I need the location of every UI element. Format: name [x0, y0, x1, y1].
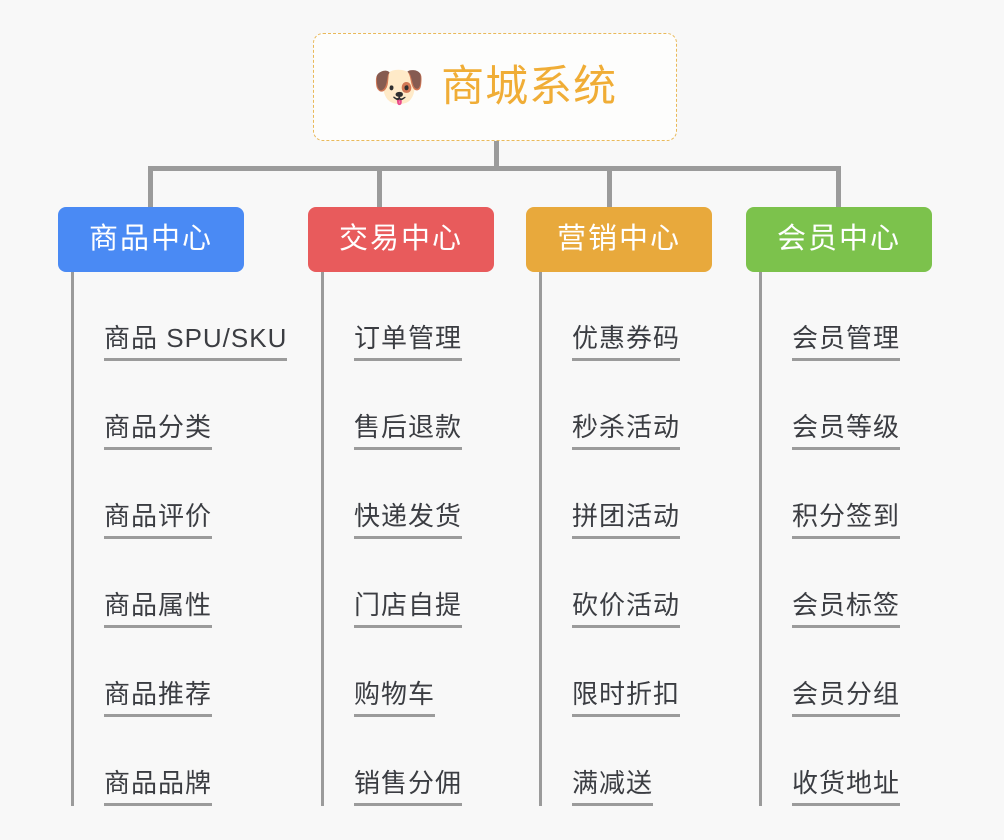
- leaf-list-marketing-center: 优惠券码 秒杀活动 拼团活动 砍价活动 限时折扣 满减送: [539, 272, 712, 806]
- list-item-label: 购物车: [354, 681, 436, 717]
- list-item[interactable]: 购物车: [324, 631, 494, 717]
- list-item[interactable]: 销售分佣: [324, 720, 494, 806]
- list-item[interactable]: 商品推荐: [74, 631, 244, 717]
- list-item-label: 商品推荐: [104, 681, 213, 717]
- column-header-product-center[interactable]: 商品中心: [58, 207, 244, 272]
- list-item-label: 快递发货: [354, 503, 463, 539]
- list-item[interactable]: 商品分类: [74, 364, 244, 450]
- connector-drop-营销中心: [607, 166, 612, 207]
- list-item[interactable]: 售后退款: [324, 364, 494, 450]
- list-item-label: 售后退款: [354, 414, 463, 450]
- list-item-label: 优惠券码: [572, 325, 681, 361]
- list-item-label: 收货地址: [792, 770, 901, 806]
- column-header-member-center[interactable]: 会员中心: [746, 207, 932, 272]
- list-item-label: 商品品牌: [104, 770, 213, 806]
- list-item[interactable]: 商品品牌: [74, 720, 244, 806]
- list-item-label: 商品分类: [104, 414, 213, 450]
- list-item-label: 商品评价: [104, 503, 213, 539]
- connector-drop-商品中心: [148, 166, 153, 207]
- root-title: 商城系统: [441, 62, 618, 111]
- connector-drop-交易中心: [377, 166, 382, 207]
- list-item-label: 销售分佣: [354, 770, 463, 806]
- list-item[interactable]: 会员管理: [762, 275, 932, 361]
- column-header-marketing-center[interactable]: 营销中心: [526, 207, 712, 272]
- connector-drop-会员中心: [836, 166, 841, 207]
- list-item-label: 会员标签: [792, 592, 901, 628]
- list-item-label: 积分签到: [792, 503, 901, 539]
- shiba-dog-emoji: 🐶: [372, 63, 426, 110]
- list-item[interactable]: 商品 SPU/SKU: [74, 275, 288, 361]
- leaf-list-transaction-center: 订单管理 售后退款 快递发货 门店自提 购物车 销售分佣: [321, 272, 494, 806]
- leaf-list-member-center: 会员管理 会员等级 积分签到 会员标签 会员分组 收货地址: [759, 272, 932, 806]
- list-item-label: 拼团活动: [572, 503, 681, 539]
- list-item[interactable]: 门店自提: [324, 542, 494, 628]
- column-header-transaction-center[interactable]: 交易中心: [308, 207, 494, 272]
- list-item-label: 会员分组: [792, 681, 901, 717]
- root-node[interactable]: 🐶 商城系统: [313, 33, 677, 141]
- list-item[interactable]: 商品评价: [74, 453, 244, 539]
- column-member-center: 会员中心 会员管理 会员等级 积分签到 会员标签 会员分组 收货地址: [746, 207, 932, 809]
- list-item-label: 会员等级: [792, 414, 901, 450]
- list-item-label: 限时折扣: [572, 681, 681, 717]
- list-item-label: 会员管理: [792, 325, 901, 361]
- column-transaction-center: 交易中心 订单管理 售后退款 快递发货 门店自提 购物车 销售分佣: [308, 207, 494, 809]
- list-item[interactable]: 满减送: [542, 720, 712, 806]
- list-item[interactable]: 快递发货: [324, 453, 494, 539]
- leaf-list-product-center: 商品 SPU/SKU 商品分类 商品评价 商品属性 商品推荐 商品品牌: [71, 272, 288, 806]
- list-item[interactable]: 积分签到: [762, 453, 932, 539]
- list-item[interactable]: 优惠券码: [542, 275, 712, 361]
- list-item[interactable]: 订单管理: [324, 275, 494, 361]
- list-item-label: 商品 SPU/SKU: [104, 325, 288, 361]
- list-item[interactable]: 秒杀活动: [542, 364, 712, 450]
- list-item[interactable]: 砍价活动: [542, 542, 712, 628]
- list-item[interactable]: 收货地址: [762, 720, 932, 806]
- list-item-label: 砍价活动: [572, 592, 681, 628]
- list-item-label: 门店自提: [354, 592, 463, 628]
- list-item-label: 订单管理: [354, 325, 463, 361]
- column-marketing-center: 营销中心 优惠券码 秒杀活动 拼团活动 砍价活动 限时折扣 满减送: [526, 207, 712, 809]
- list-item[interactable]: 限时折扣: [542, 631, 712, 717]
- list-item[interactable]: 会员分组: [762, 631, 932, 717]
- connector-root-stem: [494, 141, 499, 169]
- list-item-label: 秒杀活动: [572, 414, 681, 450]
- list-item[interactable]: 会员等级: [762, 364, 932, 450]
- list-item-label: 满减送: [572, 770, 654, 806]
- connector-horizontal-bus: [148, 166, 836, 171]
- list-item[interactable]: 拼团活动: [542, 453, 712, 539]
- list-item[interactable]: 会员标签: [762, 542, 932, 628]
- list-item[interactable]: 商品属性: [74, 542, 244, 628]
- column-product-center: 商品中心 商品 SPU/SKU 商品分类 商品评价 商品属性 商品推荐 商品品牌: [58, 207, 288, 809]
- list-item-label: 商品属性: [104, 592, 213, 628]
